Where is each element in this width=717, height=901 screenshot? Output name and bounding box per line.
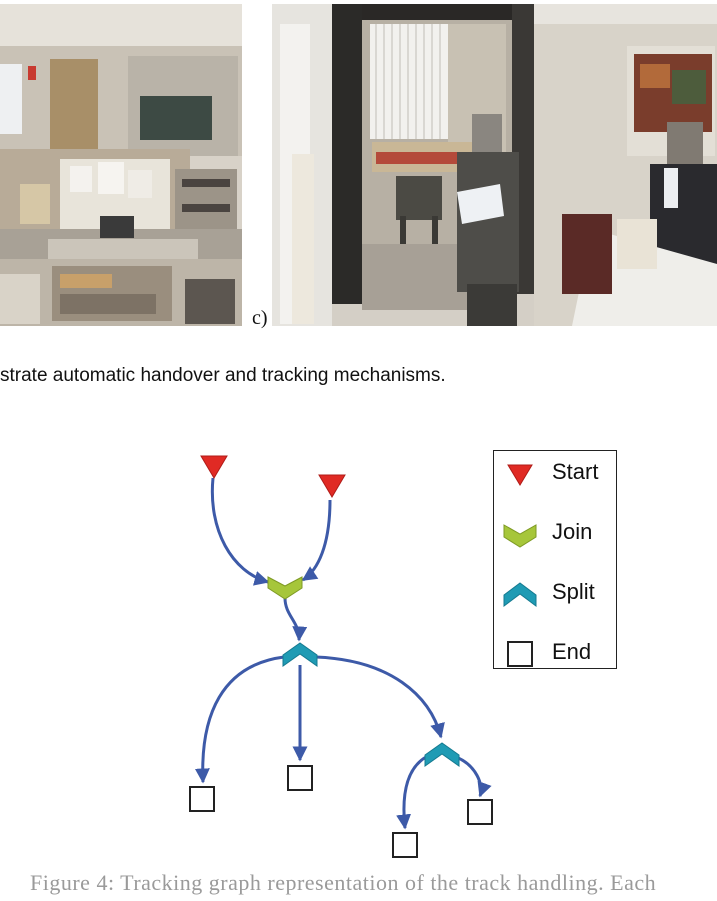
office-doorway-photo <box>272 4 717 326</box>
legend-item-start: Start <box>494 453 616 493</box>
edge-join-split1 <box>283 597 308 642</box>
join-node <box>267 576 303 600</box>
edge-start1-join <box>210 477 270 586</box>
figure-caption: Figure 4: Tracking graph representation … <box>30 870 657 895</box>
start-node-2 <box>318 474 346 498</box>
legend-label-split: Split <box>552 579 595 604</box>
legend-item-join: Join <box>494 513 616 553</box>
panel-label-c: c) <box>252 307 268 329</box>
end-node-2 <box>287 765 313 791</box>
caption-top-text: strate automatic handover and tracking m… <box>0 365 446 386</box>
diagram-legend: Start Join Split End <box>493 450 617 669</box>
end-node-4 <box>467 799 493 825</box>
edge-split2-end4 <box>455 755 492 798</box>
split-node-2 <box>424 742 460 767</box>
start-node-1 <box>200 455 228 479</box>
legend-item-split: Split <box>494 573 616 613</box>
end-node-1 <box>189 786 215 812</box>
edge-start2-join <box>301 499 332 582</box>
split-node-1 <box>282 642 318 667</box>
legend-item-end: End <box>494 633 616 673</box>
end-node-3 <box>392 832 418 858</box>
edge-split2-end3 <box>396 755 427 830</box>
chevron-down-icon <box>503 524 537 548</box>
chevron-up-icon <box>503 582 537 607</box>
legend-label-start: Start <box>552 459 599 484</box>
legend-label-end: End <box>552 639 592 664</box>
office-cubicle-image <box>0 4 242 326</box>
edge-split1-split2 <box>315 655 445 739</box>
tracking-graph-diagram <box>189 455 493 858</box>
office-doorway-image <box>272 4 717 326</box>
edge-split1-end1 <box>194 655 285 784</box>
triangle-down-icon <box>507 464 533 486</box>
legend-label-join: Join <box>552 519 593 544</box>
square-outline-icon <box>507 641 533 667</box>
office-cubicle-photo <box>0 4 242 326</box>
